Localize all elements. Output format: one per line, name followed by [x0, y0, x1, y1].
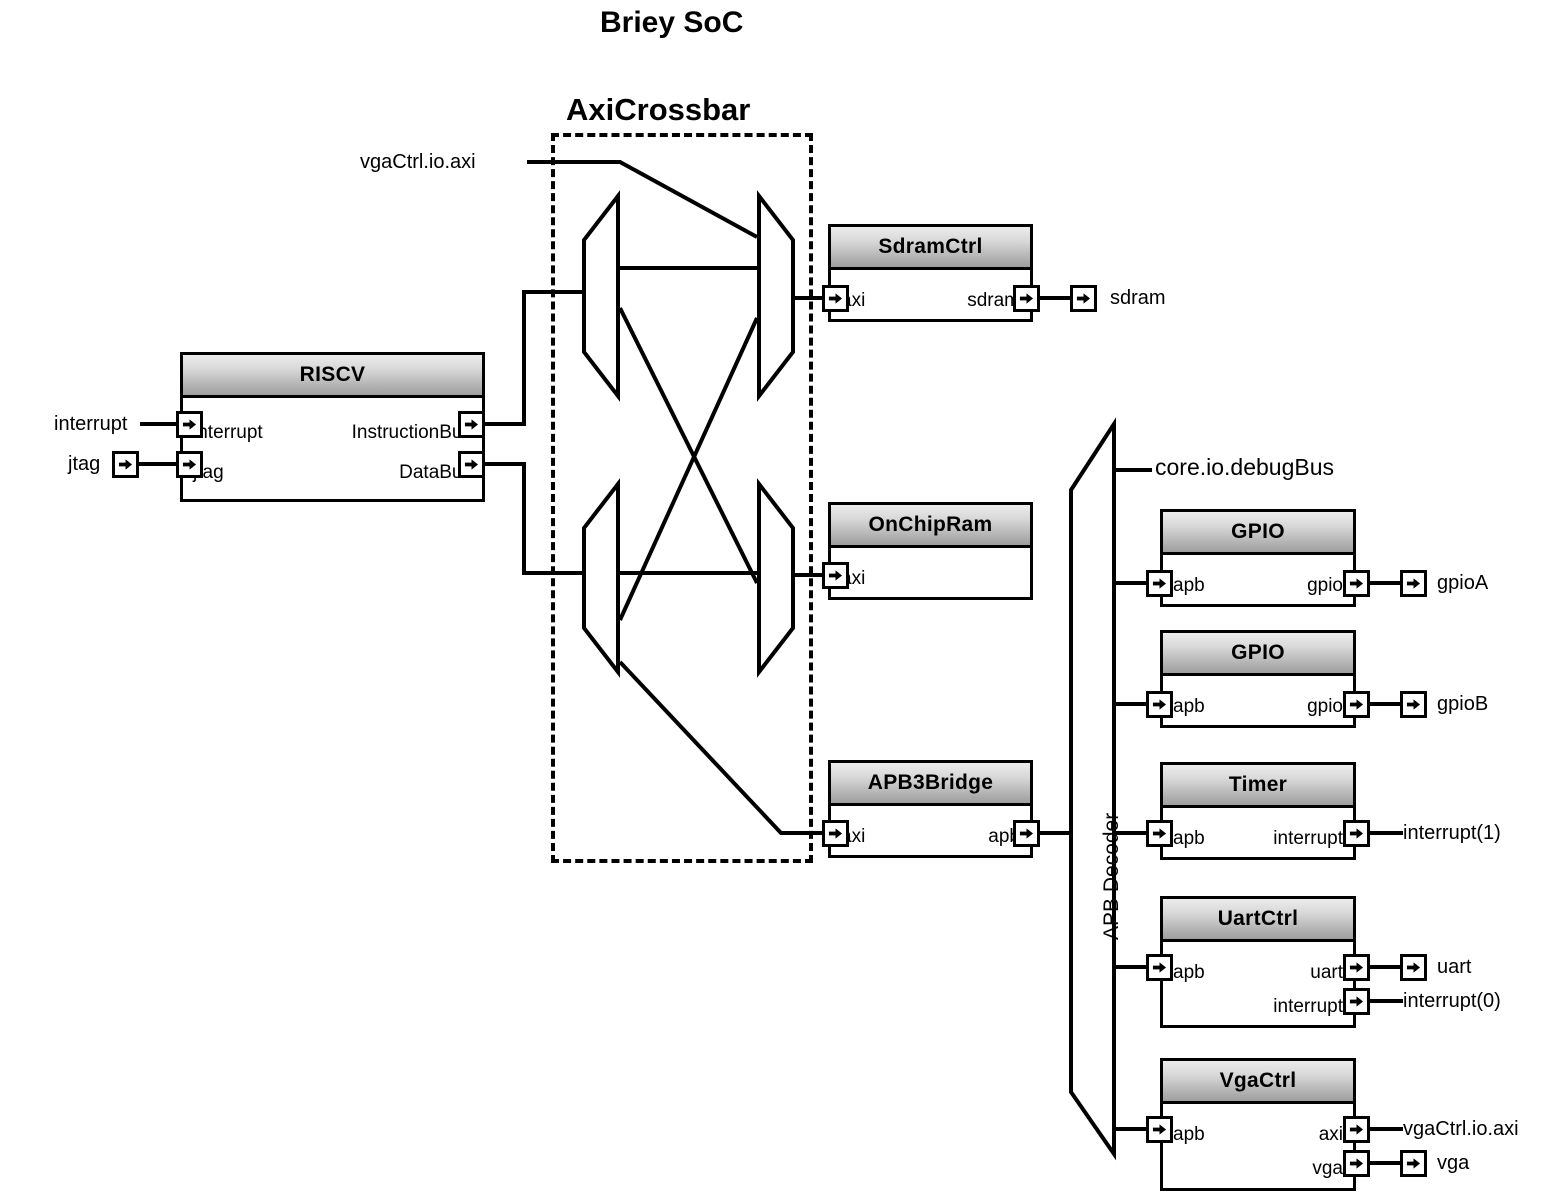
port-label-vgactrl-apb: apb — [1173, 1124, 1205, 1145]
block-sdramctrl[interactable]: SdramCtrl axi sdram — [828, 224, 1033, 322]
port-external-uart[interactable] — [1400, 954, 1427, 981]
axi-crossbar-frame — [551, 133, 813, 863]
port-onchipram-axi-in[interactable] — [822, 562, 849, 589]
block-riscv[interactable]: RISCV interrupt jtag InstructionBus Data… — [180, 352, 485, 502]
port-uartctrl-interrupt-out[interactable] — [1343, 988, 1370, 1015]
port-external-sdram[interactable] — [1070, 285, 1097, 312]
port-label-gpio-a-apb: apb — [1173, 575, 1205, 596]
label-jtag-in: jtag — [68, 453, 101, 475]
port-apb3bridge-axi-in[interactable] — [822, 820, 849, 847]
port-label-timer-apb: apb — [1173, 828, 1205, 849]
port-label-gpio-b-gpio: gpio — [1307, 696, 1343, 717]
port-label-sdramctrl-sdram: sdram — [967, 290, 1020, 311]
block-riscv-title: RISCV — [183, 355, 482, 398]
xbar-demux-top — [582, 190, 620, 402]
block-vgactrl[interactable]: VgaCtrl apb axi vga — [1160, 1058, 1356, 1191]
block-uartctrl-title: UartCtrl — [1163, 899, 1353, 942]
block-timer[interactable]: Timer apb interrupt — [1160, 762, 1356, 860]
block-uartctrl[interactable]: UartCtrl apb uart interrupt — [1160, 896, 1356, 1028]
port-vgactrl-axi-out[interactable] — [1343, 1116, 1370, 1143]
block-onchipram-title: OnChipRam — [831, 505, 1030, 548]
port-uartctrl-uart-out[interactable] — [1343, 954, 1370, 981]
port-external-vga[interactable] — [1400, 1150, 1427, 1177]
port-external-gpioA[interactable] — [1400, 570, 1427, 597]
label-vga-out: vga — [1437, 1152, 1470, 1174]
block-apb3bridge-title: APB3Bridge — [831, 763, 1030, 806]
block-gpio-a-title: GPIO — [1163, 512, 1353, 555]
port-gpio-b-gpio-out[interactable] — [1343, 691, 1370, 718]
port-gpio-a-apb-in[interactable] — [1146, 570, 1173, 597]
port-riscv-interrupt-in[interactable] — [176, 411, 203, 438]
block-vgactrl-title: VgaCtrl — [1163, 1061, 1353, 1104]
label-debug-bus: core.io.debugBus — [1155, 454, 1335, 480]
page-title: Briey SoC — [600, 6, 744, 39]
block-apb3bridge[interactable]: APB3Bridge axi apb — [828, 760, 1033, 858]
label-gpioB-out: gpioB — [1437, 693, 1489, 715]
port-gpio-a-gpio-out[interactable] — [1343, 570, 1370, 597]
label-interrupt-in: interrupt — [54, 413, 128, 435]
port-label-riscv-instructionbus: InstructionBus — [351, 422, 472, 443]
wire-vga-axi-in — [527, 160, 758, 239]
port-label-riscv-interrupt: interrupt — [193, 422, 263, 443]
port-sdramctrl-axi-in[interactable] — [822, 285, 849, 312]
port-label-riscv-databus: DataBus — [399, 462, 472, 483]
label-uart-irq-out: interrupt(0) — [1403, 990, 1501, 1012]
block-gpio-a[interactable]: GPIO apb gpio — [1160, 509, 1356, 607]
port-external-gpioB[interactable] — [1400, 691, 1427, 718]
label-uart-out: uart — [1437, 956, 1472, 978]
wire-instructionbus — [485, 290, 587, 426]
block-timer-title: Timer — [1163, 765, 1353, 808]
block-onchipram[interactable]: OnChipRam axi — [828, 502, 1033, 600]
block-gpio-b[interactable]: GPIO apb gpio — [1160, 630, 1356, 728]
port-external-jtag[interactable] — [112, 451, 139, 478]
port-uartctrl-apb-in[interactable] — [1146, 954, 1173, 981]
port-apb3bridge-apb-out[interactable] — [1013, 820, 1040, 847]
xbar-mux-bottom — [757, 478, 795, 678]
port-label-uartctrl-interrupt: interrupt — [1273, 996, 1343, 1017]
label-gpioA-out: gpioA — [1437, 572, 1489, 594]
block-sdramctrl-title: SdramCtrl — [831, 227, 1030, 270]
xbar-demux-bottom — [582, 478, 620, 678]
port-riscv-databus-out[interactable] — [458, 451, 485, 478]
port-riscv-jtag-in[interactable] — [176, 451, 203, 478]
xbar-mux-top — [757, 190, 795, 402]
label-timer-irq-out: interrupt(1) — [1403, 822, 1501, 844]
block-gpio-b-title: GPIO — [1163, 633, 1353, 676]
port-label-uartctrl-uart: uart — [1310, 962, 1343, 983]
port-label-vgactrl-axi: axi — [1318, 1124, 1343, 1145]
port-riscv-instructionbus-out[interactable] — [458, 411, 485, 438]
wire-databus — [485, 462, 587, 575]
label-sdram-out: sdram — [1110, 287, 1166, 309]
port-gpio-b-apb-in[interactable] — [1146, 691, 1173, 718]
port-timer-interrupt-out[interactable] — [1343, 820, 1370, 847]
apb-decoder-outline — [1069, 417, 1116, 1161]
wire-xbar-cross-b — [618, 317, 759, 621]
label-vga-axi-in: vgaCtrl.io.axi — [360, 151, 476, 173]
port-vgactrl-apb-in[interactable] — [1146, 1116, 1173, 1143]
port-label-gpio-a-gpio: gpio — [1307, 575, 1343, 596]
port-label-uartctrl-apb: apb — [1173, 962, 1205, 983]
wire-xbar-cross-a — [618, 307, 759, 584]
port-vgactrl-vga-out[interactable] — [1343, 1150, 1370, 1177]
apb-decoder-label: APB Decoder — [1100, 812, 1123, 940]
port-label-timer-interrupt: interrupt — [1273, 828, 1343, 849]
port-label-apb3bridge-apb: apb — [988, 826, 1020, 847]
port-label-vgactrl-vga: vga — [1312, 1158, 1343, 1179]
axi-crossbar-label: AxiCrossbar — [566, 92, 751, 127]
port-sdramctrl-sdram-out[interactable] — [1013, 285, 1040, 312]
port-label-gpio-b-apb: apb — [1173, 696, 1205, 717]
label-vga-axi-out: vgaCtrl.io.axi — [1403, 1118, 1519, 1140]
port-timer-apb-in[interactable] — [1146, 820, 1173, 847]
